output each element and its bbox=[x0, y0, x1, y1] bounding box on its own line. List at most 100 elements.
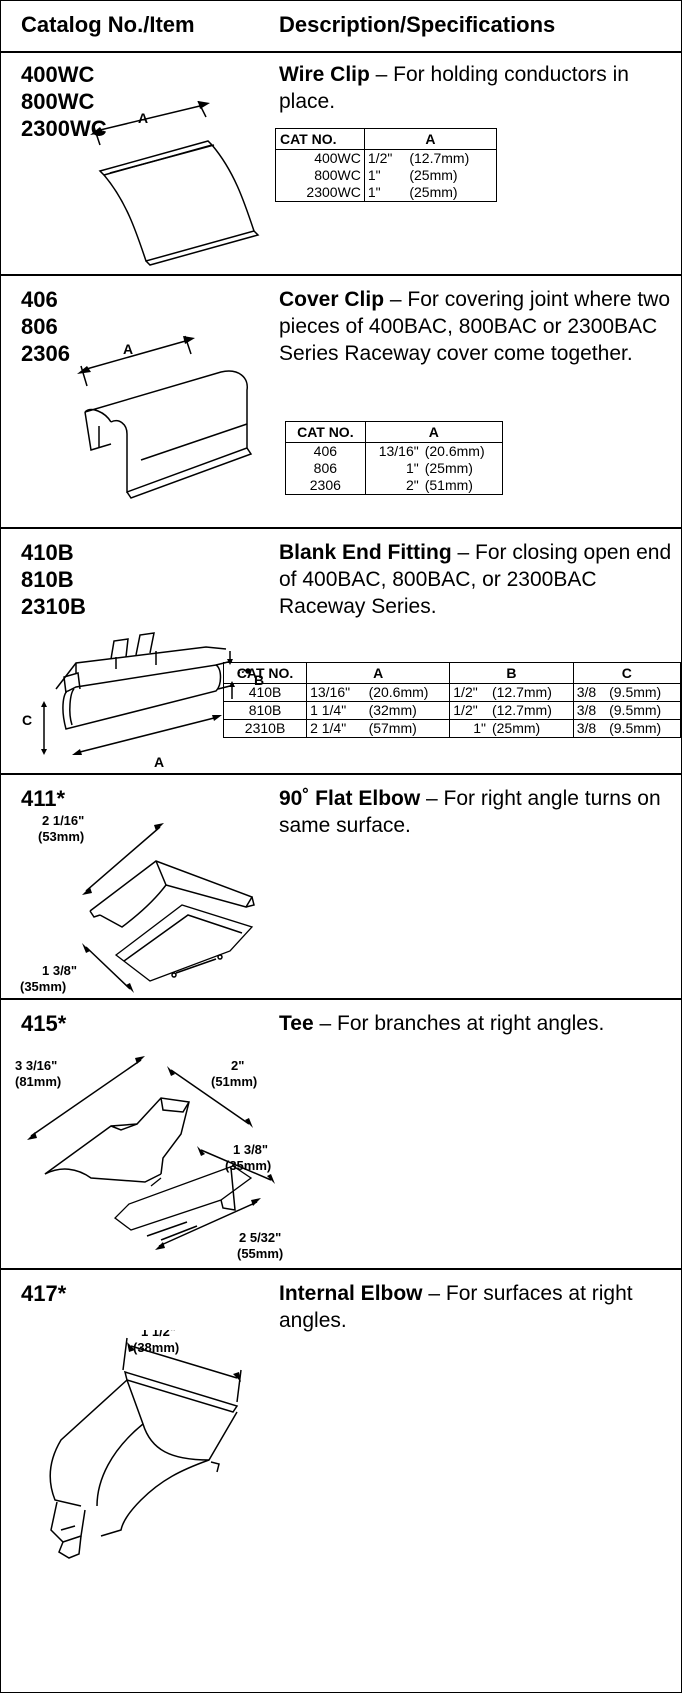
item-title: Tee bbox=[279, 1012, 314, 1035]
catalog-number: 411* bbox=[21, 786, 66, 811]
table-cell: 2310B bbox=[223, 719, 308, 738]
dimension-label-a: A bbox=[154, 754, 164, 769]
flat-elbow-illustration: 2 1/16" (53mm) 1 3/8" (35mm) bbox=[20, 815, 255, 994]
table-cell: (12.7mm) bbox=[409, 150, 470, 166]
table-cell: 810B bbox=[223, 701, 308, 720]
header-catalog-column: Catalog No./Item bbox=[21, 12, 195, 37]
table-header-cell: CAT NO. bbox=[285, 421, 366, 443]
table-cell: 1" bbox=[473, 720, 486, 736]
item-description: – For closing open end of 400BAC, 800BAC… bbox=[279, 541, 672, 618]
item-title: Internal Elbow bbox=[279, 1282, 423, 1305]
catalog-numbers: 410B 810B 2310B bbox=[21, 539, 86, 620]
table-cell: 3/8 bbox=[576, 684, 597, 700]
table-cell: (20.6mm) bbox=[424, 443, 485, 459]
table-cell: 806 bbox=[285, 460, 366, 477]
table-row: 2300WC 1" (25mm) bbox=[275, 184, 497, 202]
catalog-row-blank-end-fitting: 410B 810B 2310B bbox=[1, 529, 681, 775]
dimension-label: 2 5/32" bbox=[239, 1230, 281, 1245]
table-header-cell: B bbox=[449, 662, 574, 684]
table-cell: 1/2" bbox=[367, 150, 393, 166]
spec-table: CAT NO. A B C 410B 13/16" (20.6mm) 1/2" … bbox=[223, 662, 681, 738]
table-cell: 1" bbox=[367, 167, 381, 183]
item-title: Wire Clip bbox=[279, 63, 370, 86]
description: 90˚ Flat Elbow – For right angle turns o… bbox=[279, 785, 674, 839]
internal-elbow-illustration: 1 1/2" (38mm) bbox=[49, 1330, 242, 1559]
table-cell: 1/2" bbox=[453, 702, 478, 718]
table-header-cell: A bbox=[365, 421, 503, 443]
item-description: – For covering joint where two pieces of… bbox=[279, 288, 670, 365]
spec-table: CAT NO. A 400WC 1/2" (12.7mm) 800WC 1" (… bbox=[275, 128, 497, 202]
cover-clip-illustration: A bbox=[77, 335, 253, 499]
table-cell: (9.5mm) bbox=[609, 720, 662, 736]
item-title: 90˚ Flat Elbow bbox=[279, 787, 421, 810]
catalog-number: 2310B bbox=[21, 594, 86, 619]
catalog-number: 400WC bbox=[21, 62, 95, 87]
item-title: Blank End Fitting bbox=[279, 541, 452, 564]
header-description-column: Description/Specifications bbox=[279, 12, 556, 37]
table-row: 810B 1 1/4" (32mm) 1/2" (12.7mm) 3/8 (9.… bbox=[223, 701, 681, 720]
tee-illustration: 3 3/16" (81mm) 2" (51mm) 1 3/8" (35mm) 2… bbox=[15, 1056, 283, 1261]
item-description: – For holding conductors in place. bbox=[279, 63, 629, 113]
table-row: 806 1" (25mm) bbox=[285, 460, 503, 477]
catalog-numbers: 417* bbox=[21, 1280, 66, 1307]
dimension-label: (55mm) bbox=[237, 1246, 283, 1261]
dimension-label: 1 1/2" bbox=[141, 1330, 176, 1339]
table-cell: 1" bbox=[405, 460, 419, 476]
table-cell: (25mm) bbox=[424, 460, 473, 476]
dimension-label-a: A bbox=[138, 110, 148, 126]
table-row: 410B 13/16" (20.6mm) 1/2" (12.7mm) 3/8 (… bbox=[223, 683, 681, 702]
table-header-cell: CAT NO. bbox=[223, 662, 308, 684]
table-cell: 13/16" bbox=[310, 684, 351, 700]
table-cell: (9.5mm) bbox=[609, 702, 662, 718]
table-cell: 2306 bbox=[285, 477, 366, 495]
dimension-label: (35mm) bbox=[225, 1158, 271, 1173]
catalog-row-tee: 415* bbox=[1, 1000, 681, 1270]
table-header-cell: CAT NO. bbox=[275, 128, 365, 150]
table-cell: (51mm) bbox=[424, 477, 473, 493]
description: Blank End Fitting – For closing open end… bbox=[279, 539, 674, 620]
catalog-numbers: 415* bbox=[21, 1010, 66, 1037]
catalog-number: 417* bbox=[21, 1281, 67, 1306]
table-row: 406 13/16" (20.6mm) bbox=[285, 442, 503, 460]
item-description: – For right angle turns on same surface. bbox=[279, 787, 661, 837]
table-row: 400WC 1/2" (12.7mm) bbox=[275, 149, 497, 167]
table-cell: (25mm) bbox=[409, 184, 458, 200]
table-cell: (9.5mm) bbox=[609, 684, 662, 700]
table-cell: 3/8 bbox=[576, 720, 597, 736]
table-row: 800WC 1" (25mm) bbox=[275, 167, 497, 184]
table-cell: (20.6mm) bbox=[365, 683, 451, 702]
catalog-number: 810B bbox=[21, 567, 74, 592]
table-cell: (32mm) bbox=[365, 701, 451, 720]
catalog-row-wire-clip: 400WC 800WC 2300WC A Wire Clip – For hol… bbox=[1, 51, 681, 276]
dimension-label-c: C bbox=[22, 712, 32, 728]
table-row: 2310B 2 1/4" (57mm) 1" (25mm) 3/8 (9.5mm… bbox=[223, 719, 681, 738]
table-cell: (57mm) bbox=[365, 719, 451, 738]
table-header-cell: A bbox=[306, 662, 451, 684]
table-cell: (25mm) bbox=[409, 167, 458, 183]
catalog-number: 415* bbox=[21, 1011, 67, 1036]
description: Cover Clip – For covering joint where tw… bbox=[279, 286, 674, 367]
table-cell: 2300WC bbox=[275, 184, 365, 202]
table-header-cell: C bbox=[573, 662, 681, 684]
table-cell: 3/8 bbox=[576, 702, 597, 718]
wire-clip-illustration: A bbox=[90, 101, 260, 266]
table-header-cell: A bbox=[364, 128, 497, 150]
item-description: – For surfaces at right angles. bbox=[279, 1282, 633, 1332]
catalog-row-internal-elbow: 417* 1 1/2" (38mm) Int bbox=[1, 1270, 681, 1692]
dimension-label: (53mm) bbox=[38, 829, 84, 844]
dimension-label: (51mm) bbox=[211, 1074, 257, 1089]
table-cell: (25mm) bbox=[488, 719, 574, 738]
catalog-numbers: 411* bbox=[21, 785, 65, 812]
catalog-number: 806 bbox=[21, 314, 58, 339]
dimension-label: 2 1/16" bbox=[42, 815, 84, 828]
table-cell: 410B bbox=[223, 683, 308, 702]
table-cell: 2 1/4" bbox=[310, 720, 347, 736]
table-cell: 1/2" bbox=[453, 684, 478, 700]
item-title: Cover Clip bbox=[279, 288, 385, 311]
catalog-number: 410B bbox=[21, 540, 74, 565]
description: Tee – For branches at right angles. bbox=[279, 1010, 679, 1037]
catalog-row-flat-elbow: 411* 2 1/16" (53mm) 1 3/8" bbox=[1, 775, 681, 1000]
table-cell: 1 1/4" bbox=[310, 702, 347, 718]
catalog-number: 406 bbox=[21, 287, 58, 312]
